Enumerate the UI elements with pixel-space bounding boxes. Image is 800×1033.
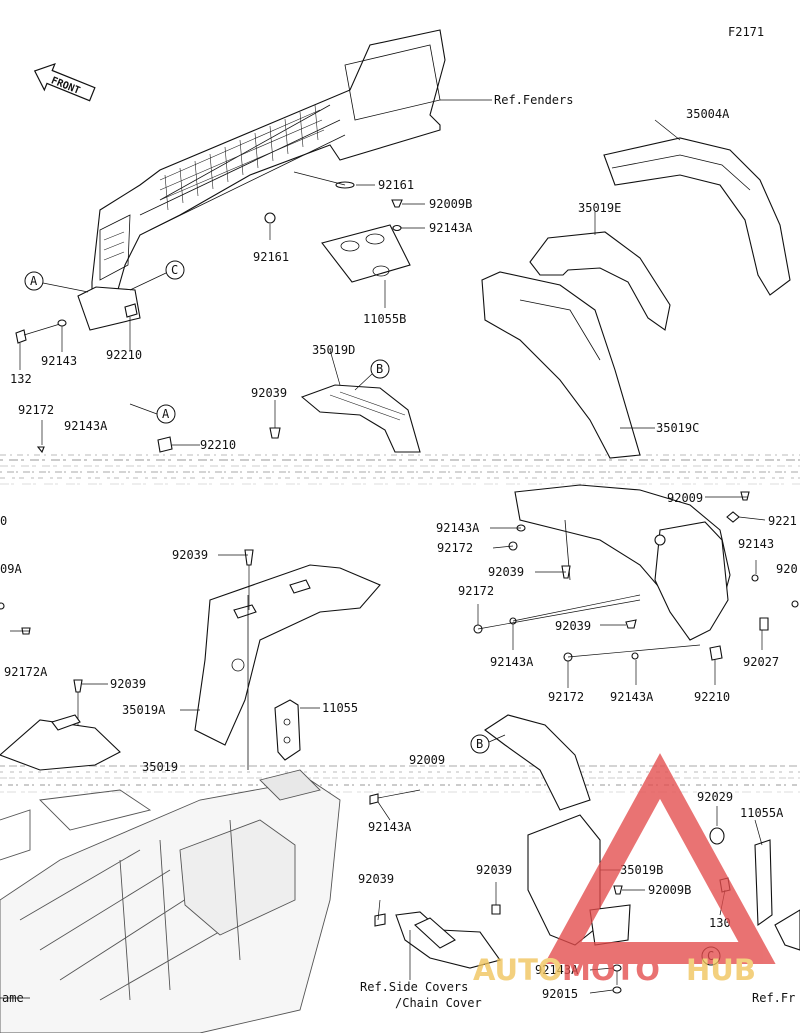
part-11055B: 11055B <box>363 312 406 326</box>
part-92143A-g: 92143A <box>535 963 579 977</box>
part-92015: 92015 <box>542 987 578 1001</box>
svg-text:B: B <box>476 737 483 751</box>
part-35019-lower: 35019 <box>142 760 178 774</box>
part-92009B-a: 92009B <box>429 197 472 211</box>
part-92009B-b: 92009B <box>648 883 691 897</box>
callout-B-1: B <box>354 359 390 391</box>
part-11055: 11055 <box>322 701 358 715</box>
bracket-11055B <box>321 224 411 283</box>
fasteners-left-top <box>15 303 173 454</box>
part-92161-a: 92161 <box>378 178 414 192</box>
ame-label: ame <box>2 991 24 1005</box>
svg-text:A: A <box>30 274 38 288</box>
watermark-hub: HUB <box>686 953 756 987</box>
figure-code: F2171 <box>728 25 764 39</box>
part-92039-a: 92039 <box>251 386 287 400</box>
part-92143A-c: 92143A <box>436 521 480 535</box>
part-11055A: 11055A <box>740 806 784 820</box>
grommet-icon <box>264 212 276 224</box>
panel-35019-lower <box>0 714 121 771</box>
part-92029: 92029 <box>697 790 733 804</box>
bracket-11055 <box>274 699 301 761</box>
part-35019C: 35019C <box>656 421 699 435</box>
rivet-92039-icon <box>269 427 281 439</box>
callout-A-1: A <box>24 271 89 293</box>
part-labels: F2171 Ref.Fenders 35004A 92161 92009B 35… <box>0 25 798 1010</box>
panel-35019A <box>194 564 381 770</box>
part-92210-b: 92210 <box>200 438 236 452</box>
frame-body <box>0 769 341 1033</box>
part-09A-left: 09A <box>0 562 22 576</box>
part-35019B: 35019B <box>620 863 663 877</box>
part-92143-a: 92143 <box>41 354 77 368</box>
part-130: 130 <box>709 916 731 930</box>
svg-text:B: B <box>376 362 383 376</box>
part-92172-c: 92172 <box>458 584 494 598</box>
part-92009-b: 92009 <box>409 753 445 767</box>
callout-C-1: C <box>129 260 185 291</box>
part-920-edge: 920 <box>776 562 798 576</box>
part-35019E: 35019E <box>578 201 621 215</box>
rivet-92039-c-icon <box>73 679 83 693</box>
panel-35019B <box>484 714 631 946</box>
callout-B-2: B <box>470 734 506 754</box>
part-92210-c: 92210 <box>694 690 730 704</box>
front-arrow-icon: FRONT <box>33 62 96 102</box>
panel-35019C <box>481 271 641 459</box>
part-92039-b: 92039 <box>172 548 208 562</box>
ref-fenders-label: Ref.Fenders <box>494 93 573 107</box>
part-92210-a: 92210 <box>106 348 142 362</box>
part-0-left: 0 <box>0 514 7 528</box>
ref-frame-label: Ref.Fr <box>752 991 795 1005</box>
part-92172-d: 92172 <box>548 690 584 704</box>
part-92172-b: 92172 <box>437 541 473 555</box>
rear-fender-group <box>514 484 731 641</box>
watermark-auto: AUTO <box>473 953 563 987</box>
part-132: 132 <box>10 372 32 386</box>
callout-A-2: A <box>129 403 176 424</box>
part-92039-g: 92039 <box>358 872 394 886</box>
ref-side-covers-label: Ref.Side Covers <box>360 980 468 994</box>
part-9221-edge: 9221 <box>768 514 797 528</box>
part-92172A: 92172A <box>4 665 48 679</box>
scan-band-1 <box>0 452 800 488</box>
part-92027: 92027 <box>743 655 779 669</box>
part-92143A-d: 92143A <box>490 655 534 669</box>
part-35019A: 35019A <box>122 703 166 717</box>
panel-35019D <box>300 384 421 453</box>
washer-92143A <box>392 224 402 232</box>
part-92039-f: 92039 <box>476 863 512 877</box>
part-92161-b: 92161 <box>253 250 289 264</box>
part-35004A: 35004A <box>686 107 730 121</box>
scan-band-2 <box>0 765 800 793</box>
part-35019D: 35019D <box>312 343 355 357</box>
bolt-92009B-icon <box>391 199 403 208</box>
part-92039-d: 92039 <box>488 565 524 579</box>
part-92143-b: 92143 <box>738 537 774 551</box>
watermark-triangle-icon <box>544 753 776 964</box>
panel-35019E <box>529 231 671 331</box>
part-92143A-f: 92143A <box>368 820 412 834</box>
part-92143A-b: 92143A <box>64 419 108 433</box>
part-92009-a: 92009 <box>667 491 703 505</box>
chain-cover-label: /Chain Cover <box>395 996 482 1010</box>
leader-lines <box>0 99 766 999</box>
part-92039-c: 92039 <box>110 677 146 691</box>
svg-text:C: C <box>171 263 178 277</box>
watermark-logo: AUTO MOTO HUB <box>473 753 776 987</box>
part-92039-e: 92039 <box>555 619 591 633</box>
svg-text:A: A <box>162 407 170 421</box>
part-92172-a: 92172 <box>18 403 54 417</box>
rivet-92039-b-icon <box>244 549 254 566</box>
side-cover <box>395 911 501 969</box>
watermark-moto: MOTO <box>562 953 660 987</box>
fasteners-left-edge <box>0 602 31 635</box>
part-92143A-a: 92143A <box>429 221 473 235</box>
fender-35004A <box>603 137 791 296</box>
part-92143A-e: 92143A <box>610 690 654 704</box>
grille-assembly <box>77 29 446 331</box>
